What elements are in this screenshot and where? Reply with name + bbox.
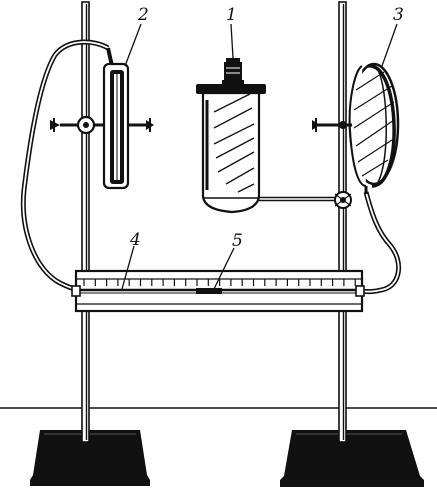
drum-clamp-3 [312,118,352,132]
label-4: 4 [129,230,141,250]
label-3: 3 [393,5,404,25]
capsule-clamp-2 [50,115,154,135]
right-stand-base [280,430,424,487]
graduated-tube-4 [71,269,365,313]
right-stand-rod [338,1,347,443]
label-2: 2 [137,5,149,25]
left-stand-base [30,430,150,486]
flat-capsule-2 [102,62,130,190]
left-rubber-tube [20,39,110,293]
label-leaders [121,23,398,290]
label-1: 1 [226,5,237,25]
vessel-1 [196,58,266,214]
drum-3 [348,62,400,194]
right-rubber-tube [359,191,402,295]
scale-ticks [83,279,356,286]
left-stand-rod [81,1,90,443]
right-rod-junction-clamp [334,191,352,209]
label-5: 5 [232,231,243,251]
